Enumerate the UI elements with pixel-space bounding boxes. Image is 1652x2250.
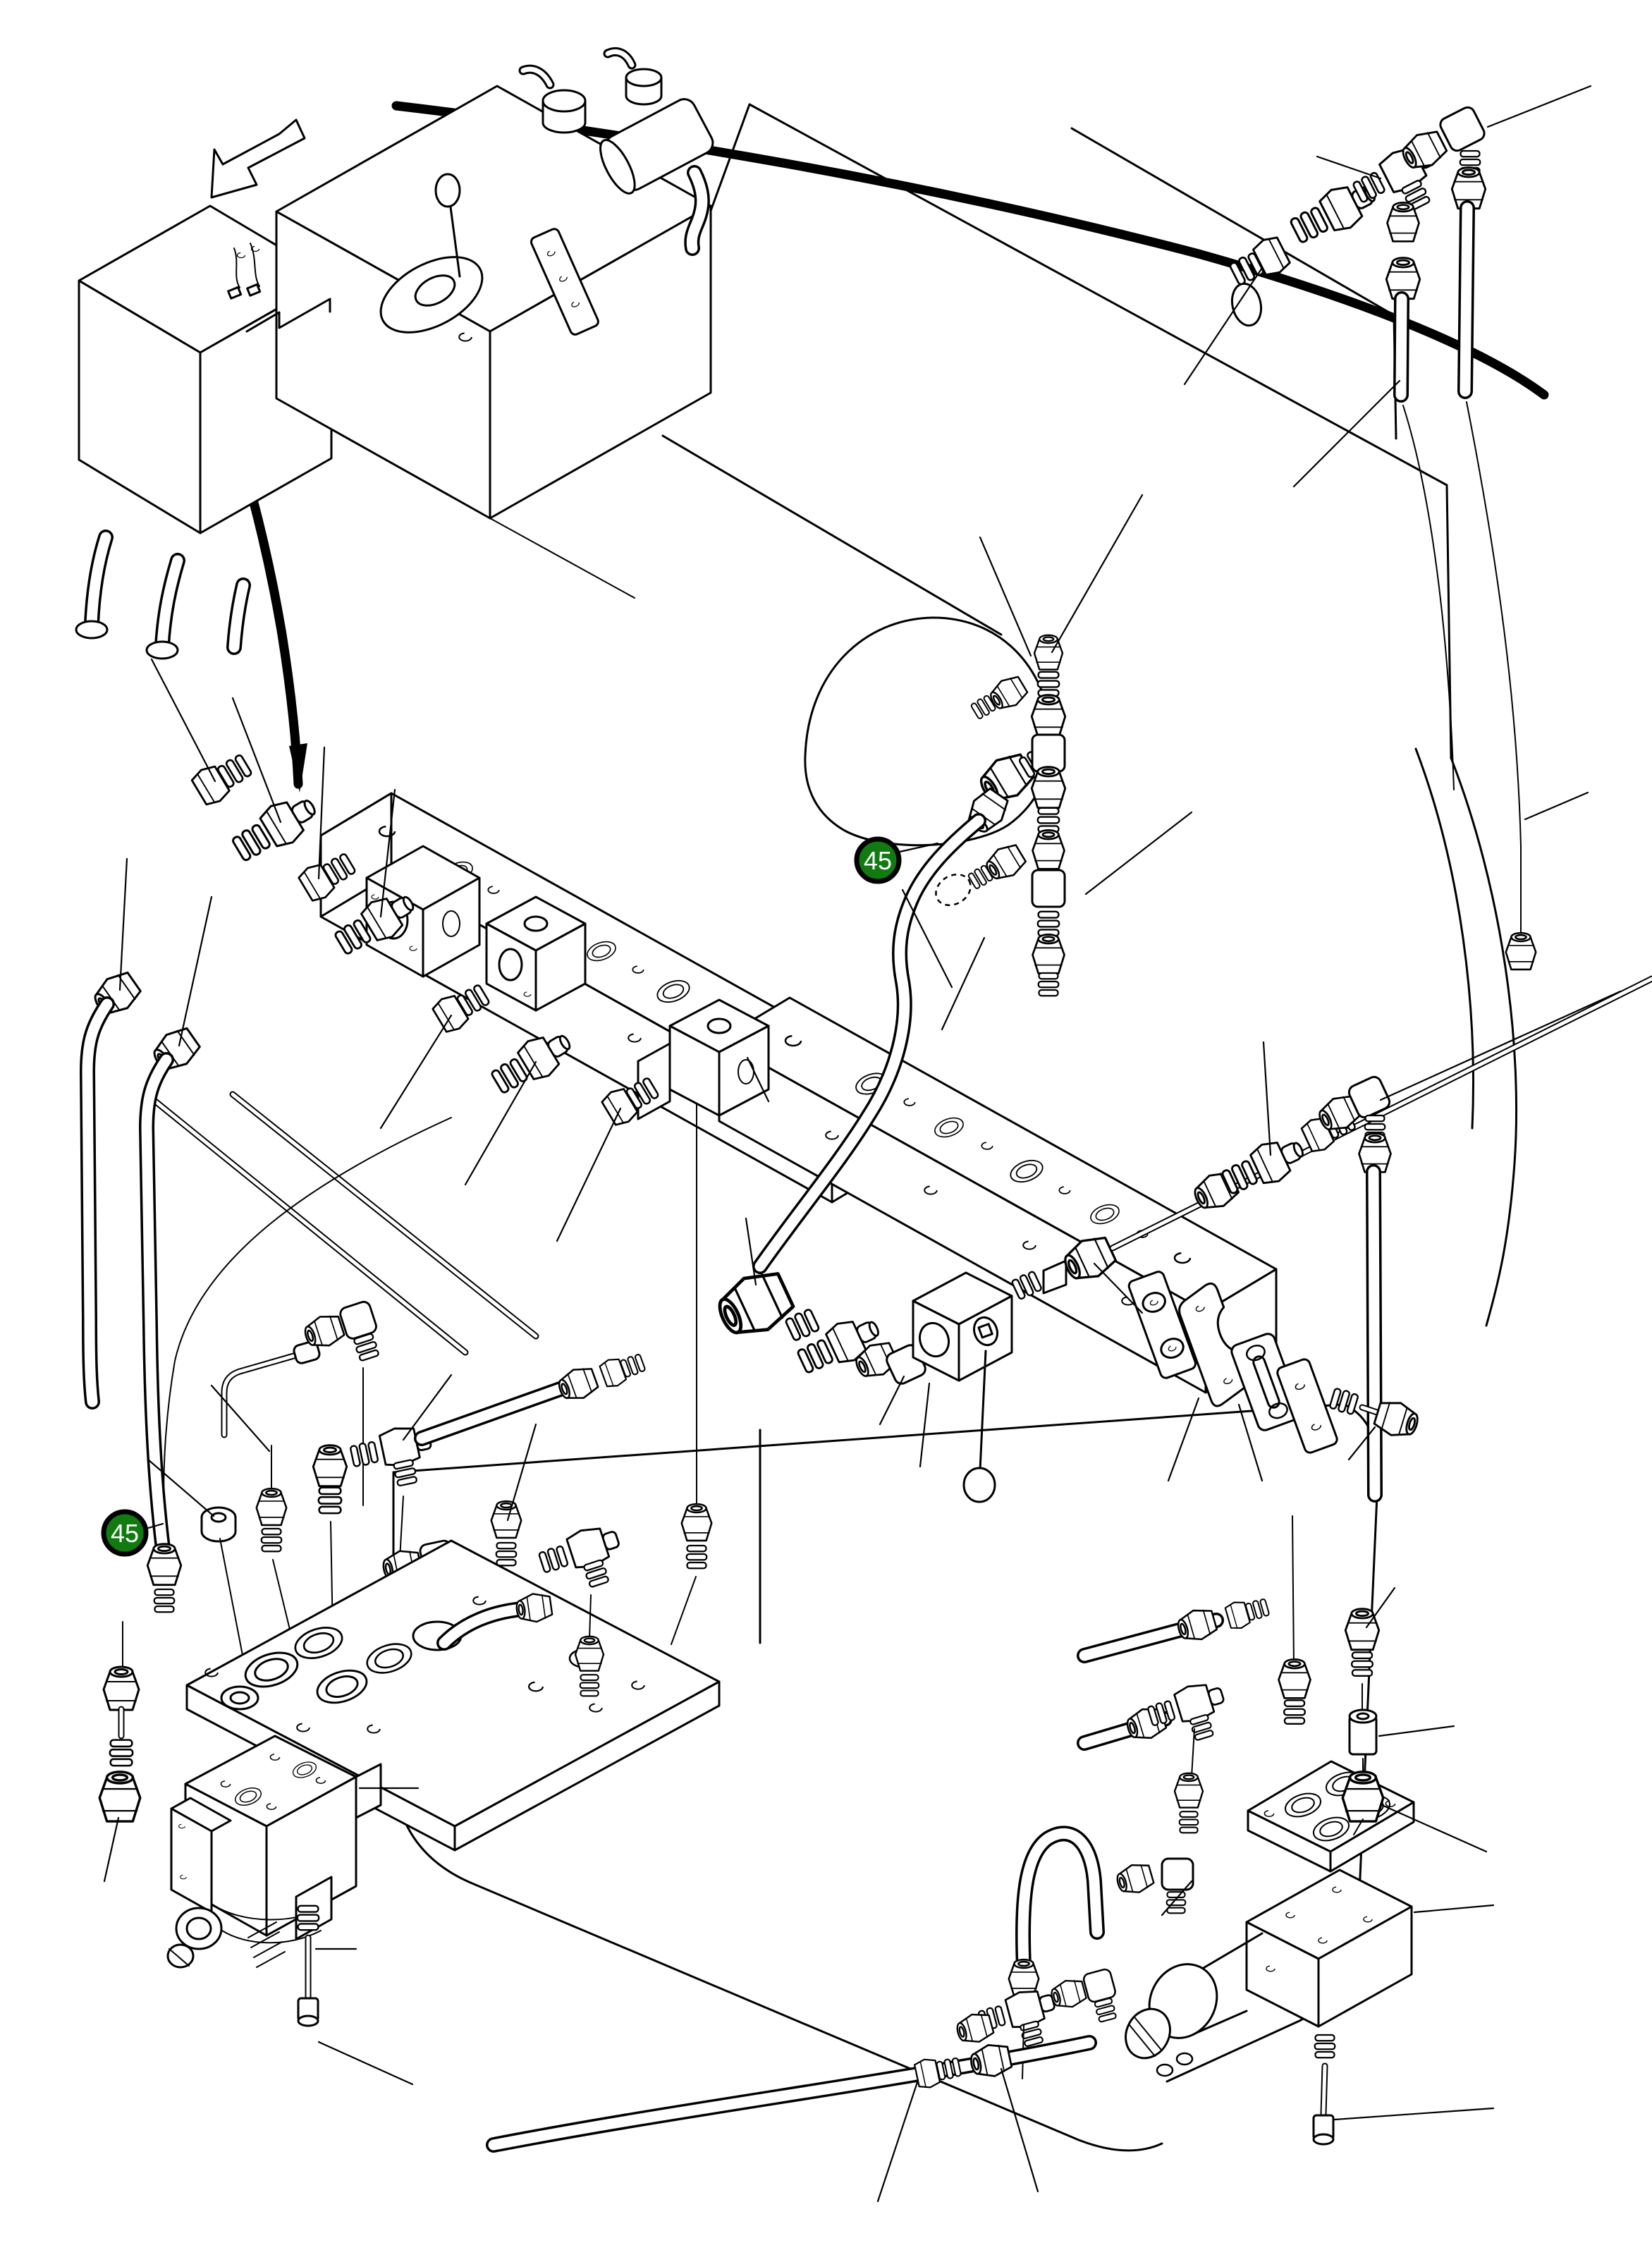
clamp-bolt bbox=[1328, 1386, 1423, 1443]
pump-front-port bbox=[166, 1907, 223, 1969]
hose-drop-left bbox=[1385, 257, 1455, 790]
clamp-backplate bbox=[1127, 1271, 1197, 1379]
pump-solenoid bbox=[170, 1797, 232, 1914]
pump-assembly bbox=[98, 1621, 382, 2027]
wiring-harness bbox=[245, 298, 331, 333]
right-fitting-chain bbox=[1189, 1075, 1392, 1503]
tank-hole bbox=[1230, 282, 1263, 327]
clamp-set bbox=[1127, 1271, 1423, 1454]
hex-bolt-left bbox=[98, 1621, 142, 1823]
badge-label: 45 bbox=[111, 1519, 139, 1548]
j-tube bbox=[221, 1340, 321, 1438]
badge-circle bbox=[101, 1509, 149, 1557]
callout-badge-2[interactable]: 45 bbox=[101, 1509, 164, 1557]
mid-lower-fittings bbox=[414, 1349, 647, 1697]
br-valve-block bbox=[1245, 1869, 1413, 2028]
control-lever bbox=[448, 200, 461, 278]
bottom-hose bbox=[486, 2035, 1097, 2153]
left-elbow-hose-2 bbox=[138, 1022, 204, 1613]
badge-circle bbox=[854, 836, 902, 884]
bracket-plate bbox=[530, 228, 599, 336]
lever-knob bbox=[434, 173, 461, 208]
direction-arrow bbox=[210, 118, 306, 199]
callout-badge-1[interactable]: 45 bbox=[854, 836, 939, 884]
fitting-stack bbox=[935, 634, 1067, 997]
br-nut bbox=[1341, 1771, 1385, 1835]
mid-elbow-fitting bbox=[301, 1300, 385, 1375]
accumulator-group bbox=[752, 616, 1067, 1274]
hose-drop-right bbox=[1457, 200, 1537, 971]
right-elbow bbox=[1314, 1075, 1391, 1139]
valve-block bbox=[912, 1271, 1013, 1382]
lever-ball bbox=[962, 1467, 996, 1503]
steel-tubes bbox=[143, 1091, 539, 1517]
duct-hoses bbox=[75, 530, 251, 660]
br-elbow-left bbox=[1113, 1857, 1194, 1914]
hose-in-2 bbox=[1077, 1703, 1173, 1751]
br-hex-bolt bbox=[1344, 1608, 1381, 1711]
socket-plug bbox=[200, 1506, 246, 1670]
br-solenoid bbox=[1125, 1932, 1264, 2077]
pump-grill bbox=[247, 1921, 286, 1968]
br-socket-bolt bbox=[1312, 2034, 1336, 2146]
clamp-half-1 bbox=[1178, 1282, 1250, 1407]
top-right-fittings bbox=[1226, 106, 1537, 971]
machine-body bbox=[75, 47, 714, 660]
bottom-right-assembly bbox=[486, 1515, 1415, 2153]
left-elbow-hose-1 bbox=[79, 966, 145, 1410]
arrow-tip bbox=[289, 743, 307, 793]
br-spacer bbox=[1348, 1708, 1378, 1782]
muffler bbox=[599, 98, 714, 195]
badge-label: 45 bbox=[864, 846, 892, 875]
hose-in-1 bbox=[1077, 1594, 1271, 1663]
leader-lines bbox=[103, 85, 1622, 2203]
clamp-coverplate bbox=[1276, 1358, 1338, 1454]
manifold-block-2 bbox=[485, 895, 587, 1012]
routing-arrow-right bbox=[391, 101, 1549, 400]
flange-plate bbox=[1247, 1515, 1415, 1873]
filler-cap-2 bbox=[603, 47, 663, 106]
gooseneck-elbow bbox=[1048, 1968, 1122, 2032]
elbow-fitting bbox=[1397, 106, 1486, 176]
manifold-block-1 bbox=[365, 845, 481, 978]
filler-cap bbox=[518, 64, 587, 134]
socket-bolt bbox=[296, 1904, 320, 2027]
valve-lever bbox=[979, 1350, 987, 1472]
manifold-block-3 bbox=[637, 998, 770, 1510]
accumulator-dome bbox=[804, 616, 1053, 847]
accumulator-hose bbox=[752, 783, 1014, 1274]
